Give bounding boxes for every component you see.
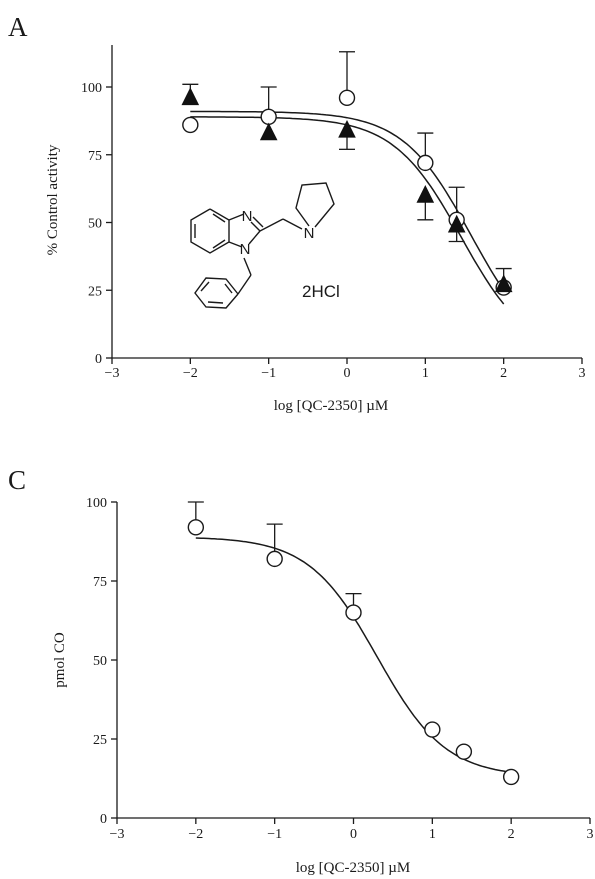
panel-a-ticks: −3 −2 −1 0 1 2 3 0 25 50 75 100: [81, 81, 586, 381]
y-tick-label: 0: [100, 812, 107, 827]
y-tick-label: 25: [93, 733, 107, 748]
panel-a-y-axis-label: % Control activity: [45, 144, 61, 255]
panel-a-label: A: [8, 12, 28, 42]
data-point-triangle: [338, 119, 356, 138]
x-tick-label: 3: [587, 827, 594, 842]
data-point-circle: [417, 154, 434, 172]
aromatic-inner-bond: [200, 281, 210, 292]
data-point-circle: [455, 743, 473, 760]
fit-curve-series-1: [195, 537, 512, 773]
x-tick-label: −3: [110, 827, 125, 842]
y-tick-label: 0: [95, 352, 102, 367]
data-point-circle: [345, 604, 362, 621]
x-tick-label: 1: [429, 827, 436, 842]
structure-atom-n: N: [240, 241, 251, 258]
y-tick-label: 50: [93, 654, 107, 669]
imidazole-bond: [250, 221, 261, 232]
linker-bond: [259, 218, 284, 232]
x-tick-label: 0: [350, 827, 357, 842]
x-tick-label: −1: [261, 366, 276, 381]
data-point-triangle: [494, 274, 513, 293]
salt-label: 2HCl: [302, 282, 340, 301]
panel-a-data-points: [181, 87, 513, 296]
x-tick-label: 0: [344, 366, 351, 381]
chemical-structure-inset: N N N 2HCl: [190, 182, 340, 309]
panel-c-axes: [116, 502, 590, 819]
structure-atom-n: N: [242, 208, 253, 225]
x-tick-label: 1: [422, 366, 429, 381]
imidazole-bond: [228, 213, 245, 221]
imidazole-bond: [248, 230, 261, 245]
x-tick-label: 3: [579, 366, 586, 381]
phenethyl-bond: [243, 257, 252, 276]
y-tick-label: 50: [88, 217, 102, 232]
y-tick-label: 25: [88, 284, 102, 299]
panel-c-y-axis-label: pmol CO: [52, 632, 68, 688]
pyrrolidine-ring-bond: [295, 182, 335, 228]
x-tick-label: 2: [500, 366, 507, 381]
aromatic-inner-bond: [212, 239, 226, 249]
imidazole-bond: [228, 241, 243, 248]
data-point-circle: [187, 519, 205, 536]
x-tick-label: 2: [508, 827, 515, 842]
y-tick-label: 75: [88, 149, 102, 164]
linker-bond: [282, 218, 303, 230]
panel-c-data-points: [187, 519, 520, 786]
panel-a-error-bars: [182, 51, 512, 288]
data-point-circle: [182, 116, 199, 134]
x-tick-label: −2: [188, 827, 203, 842]
panel-c-label: C: [8, 465, 26, 495]
panel-a-x-axis-label: log [QC-2350] µM: [274, 398, 388, 414]
data-point-circle: [266, 550, 283, 568]
aromatic-inner-bond: [212, 213, 226, 223]
x-tick-label: −2: [183, 366, 198, 381]
fit-curve-series-1: [190, 110, 505, 291]
phenethyl-bond: [237, 274, 252, 295]
x-tick-label: −3: [105, 366, 120, 381]
benzene-ring-bond: [190, 208, 230, 254]
y-tick-label: 100: [86, 496, 107, 511]
data-point-circle: [260, 108, 277, 126]
aromatic-inner-bond: [224, 283, 233, 294]
data-point-triangle: [447, 214, 466, 233]
data-point-circle: [338, 89, 356, 107]
panel-c-ticks: −3 −2 −1 0 1 2 3 0 25 50 75 100: [86, 496, 594, 842]
x-tick-label: −1: [267, 827, 282, 842]
data-point-triangle: [181, 87, 200, 106]
aromatic-inner-bond: [207, 301, 224, 304]
y-tick-label: 75: [93, 575, 107, 590]
panel-c-fit-curve: [195, 537, 512, 773]
imidazole-double-bond: [252, 216, 264, 228]
panel-c-x-axis-label: log [QC-2350] µM: [296, 860, 410, 876]
data-point-triangle: [416, 184, 435, 203]
data-point-triangle: [259, 122, 278, 141]
data-point-circle: [424, 721, 441, 738]
phenyl-ring-bond: [194, 277, 239, 309]
data-point-circle: [502, 768, 520, 786]
structure-atom-n: N: [304, 225, 315, 242]
y-tick-label: 100: [81, 81, 102, 96]
